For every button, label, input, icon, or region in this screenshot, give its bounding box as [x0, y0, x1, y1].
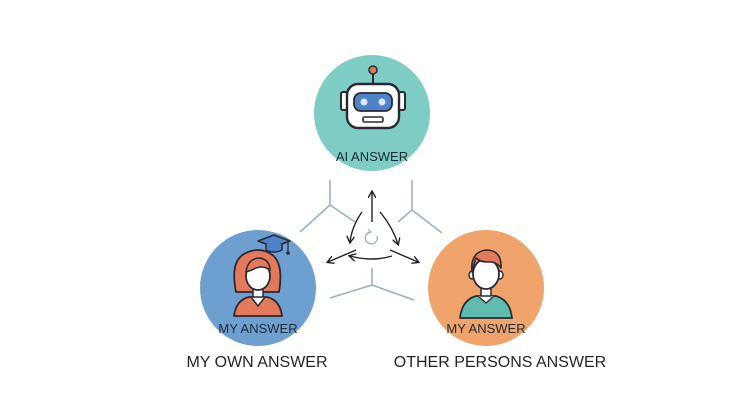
node-ai: AI ANSWER — [314, 55, 430, 171]
arrow-inner-top-left — [350, 211, 363, 242]
connector-ai-right-branch — [397, 209, 413, 223]
node-ai-label: AI ANSWER — [336, 149, 408, 164]
cycle-arrows — [328, 192, 418, 262]
arrow-to-left — [328, 249, 357, 262]
connector-ai-left — [299, 180, 331, 233]
connector-lines — [299, 180, 443, 301]
node-mine-label: MY ANSWER — [218, 321, 297, 336]
connector-ai-left-branch — [329, 204, 356, 223]
node-mine: MY ANSWER — [200, 230, 316, 346]
robot-icon — [340, 65, 406, 130]
refresh-cycle-icon — [364, 228, 378, 245]
arrow-inner-top-right — [379, 211, 398, 244]
arrow-to-right — [389, 249, 418, 262]
graduation-cap-icon — [257, 234, 291, 255]
connector-ai-right — [411, 180, 443, 234]
student-woman-icon — [233, 234, 291, 317]
caption-other-persons-answer: OTHER PERSONS ANSWER — [393, 354, 607, 371]
caption-my-own-answer: MY OWN ANSWER — [186, 354, 328, 371]
arrow-inner-bottom — [350, 256, 393, 259]
node-other: MY ANSWER — [428, 230, 544, 346]
node-other-label: MY ANSWER — [446, 321, 525, 336]
man-icon — [459, 249, 513, 319]
connector-bottom — [329, 284, 415, 301]
